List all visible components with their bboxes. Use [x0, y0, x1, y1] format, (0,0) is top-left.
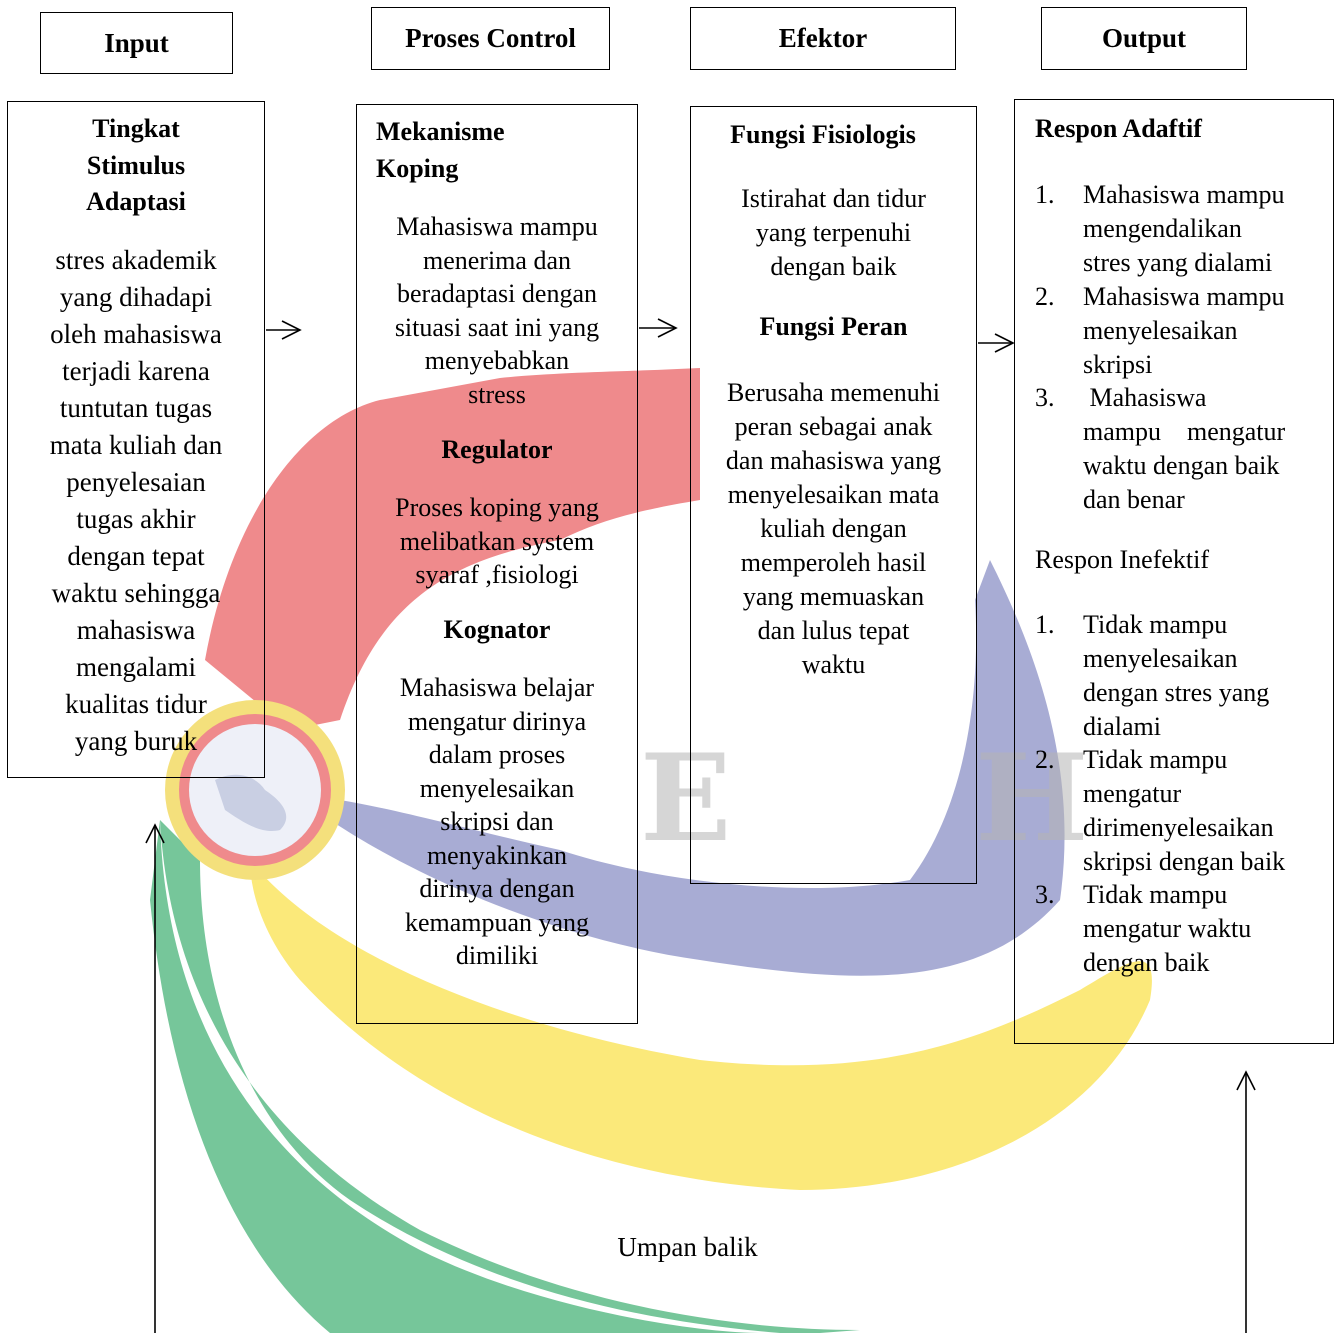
kognator-body: Mahasiswa belajar mengatur dirinya dalam… — [399, 673, 595, 970]
watermark-yellow-band — [250, 860, 1152, 1190]
fungsi-peran-body: Berusaha memenuhi peran sebagai anak dan… — [725, 378, 942, 679]
svg-text:H: H — [975, 728, 1088, 869]
watermark-blue-band — [330, 560, 1065, 976]
regulator-body: Proses koping yang melibatkan system sya… — [395, 493, 599, 589]
input-box — [7, 101, 265, 778]
proses-control-box — [356, 104, 638, 1024]
efektor-box — [690, 106, 977, 884]
header-proses-control: Proses Control — [371, 7, 610, 70]
umpan-balik-label: Umpan balik — [617, 1232, 758, 1262]
fungsi-fisiologis-body: Istirahat dan tidur yang terpenuhi denga… — [741, 184, 926, 281]
input-title: Tingkat Stimulus Adaptasi — [86, 114, 186, 216]
regulator-title: Regulator — [441, 435, 553, 464]
mekanisme-koping-title: Mekanisme Koping — [376, 117, 505, 183]
header-output: Output — [1041, 7, 1247, 70]
fungsi-peran-title: Fungsi Peran — [759, 312, 908, 341]
output-box — [1014, 99, 1334, 1044]
kognator-title: Kognator — [443, 615, 551, 644]
watermark-red-band — [205, 368, 700, 730]
header-efektor: Efektor — [690, 7, 956, 70]
input-body: stres akademik yang dihadapi oleh mahasi… — [49, 245, 223, 756]
mekanisme-koping-body: Mahasiswa mampu menerima dan beradaptasi… — [394, 212, 600, 409]
fungsi-fisiologis-title: Fungsi Fisiologis — [730, 120, 916, 149]
respon-adaptif-title: Respon Adaftif — [1035, 114, 1202, 143]
header-input: Input — [40, 12, 233, 74]
respon-inefektif-title: Respon Inefektif — [1035, 545, 1210, 574]
svg-text:E: E — [640, 728, 731, 869]
